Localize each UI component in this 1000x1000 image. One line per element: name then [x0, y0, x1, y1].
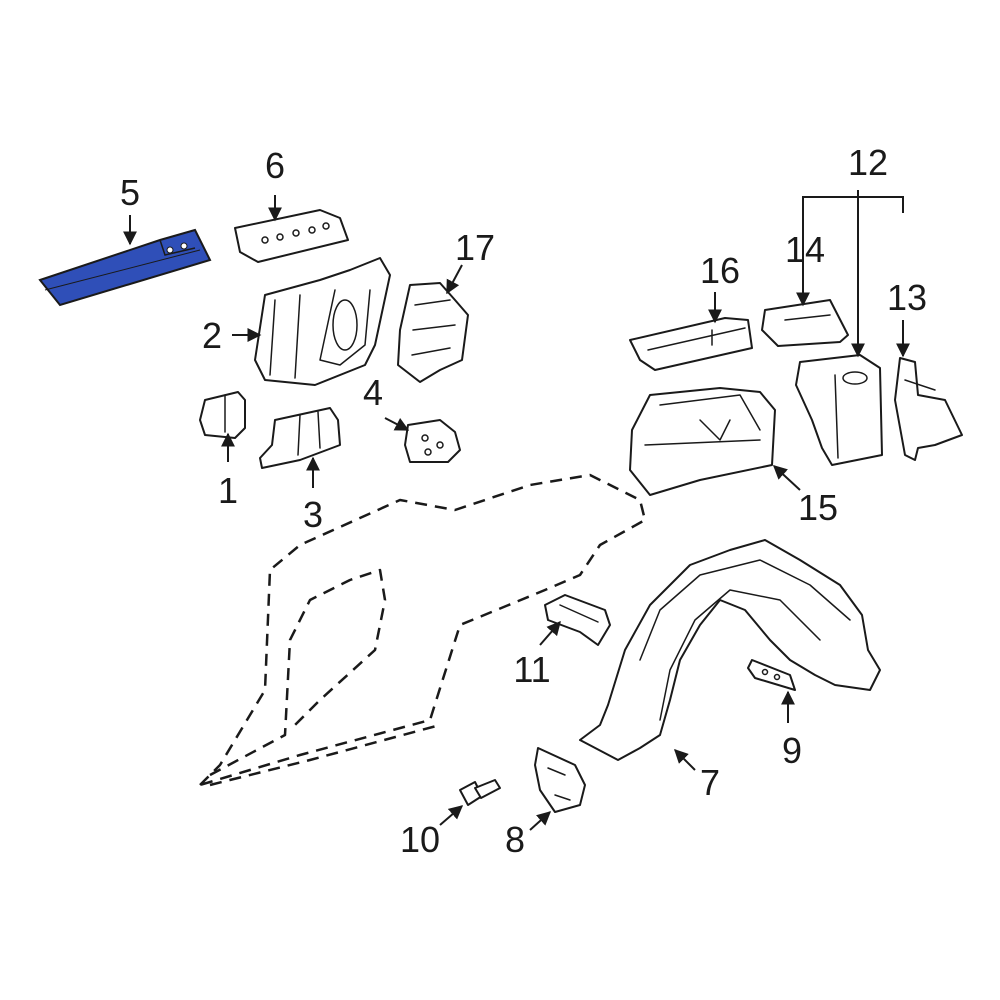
part-16-rail[interactable] — [629, 317, 753, 371]
callout-15: 15 — [798, 487, 838, 528]
part-5-rail[interactable] — [38, 228, 212, 307]
part-9-plate[interactable] — [747, 659, 796, 691]
part-15-wheelhouse-panel[interactable] — [629, 387, 776, 496]
callout-17: 17 — [455, 227, 495, 268]
part-14-bracket[interactable] — [761, 299, 849, 347]
part-3-bracket[interactable] — [259, 407, 341, 469]
callout-2: 2 — [202, 315, 222, 356]
callout-9: 9 — [782, 730, 802, 771]
part-8-bracket[interactable] — [534, 747, 586, 813]
part-6-bracket[interactable] — [234, 209, 349, 263]
part-12-housing[interactable] — [795, 354, 883, 466]
leader-lines — [123, 190, 910, 831]
callout-3: 3 — [303, 494, 323, 535]
part-17-panel[interactable] — [397, 282, 469, 383]
callout-labels: 5 6 2 17 4 1 3 16 14 12 13 15 11 7 9 10 … — [120, 142, 927, 860]
callout-7: 7 — [700, 762, 720, 803]
callout-10: 10 — [400, 819, 440, 860]
part-10-bolt[interactable] — [459, 779, 501, 806]
part-11-bracket[interactable] — [544, 594, 611, 646]
callout-4: 4 — [363, 372, 383, 413]
callout-13: 13 — [887, 277, 927, 318]
callout-14: 14 — [785, 229, 825, 270]
callout-11: 11 — [513, 649, 550, 690]
callout-8: 8 — [505, 819, 525, 860]
part-7-wheel-liner[interactable] — [579, 539, 881, 761]
callout-6: 6 — [265, 145, 285, 186]
callout-16: 16 — [700, 250, 740, 291]
part-4-plate[interactable] — [404, 419, 461, 463]
part-1-bracket[interactable] — [199, 391, 246, 439]
part-13-extension[interactable] — [894, 357, 963, 461]
quarter-panel-outline — [198, 473, 647, 787]
callout-12: 12 — [848, 142, 888, 183]
callout-1: 1 — [218, 470, 238, 511]
callout-5: 5 — [120, 172, 140, 213]
part-2-inner-panel[interactable] — [254, 257, 391, 386]
